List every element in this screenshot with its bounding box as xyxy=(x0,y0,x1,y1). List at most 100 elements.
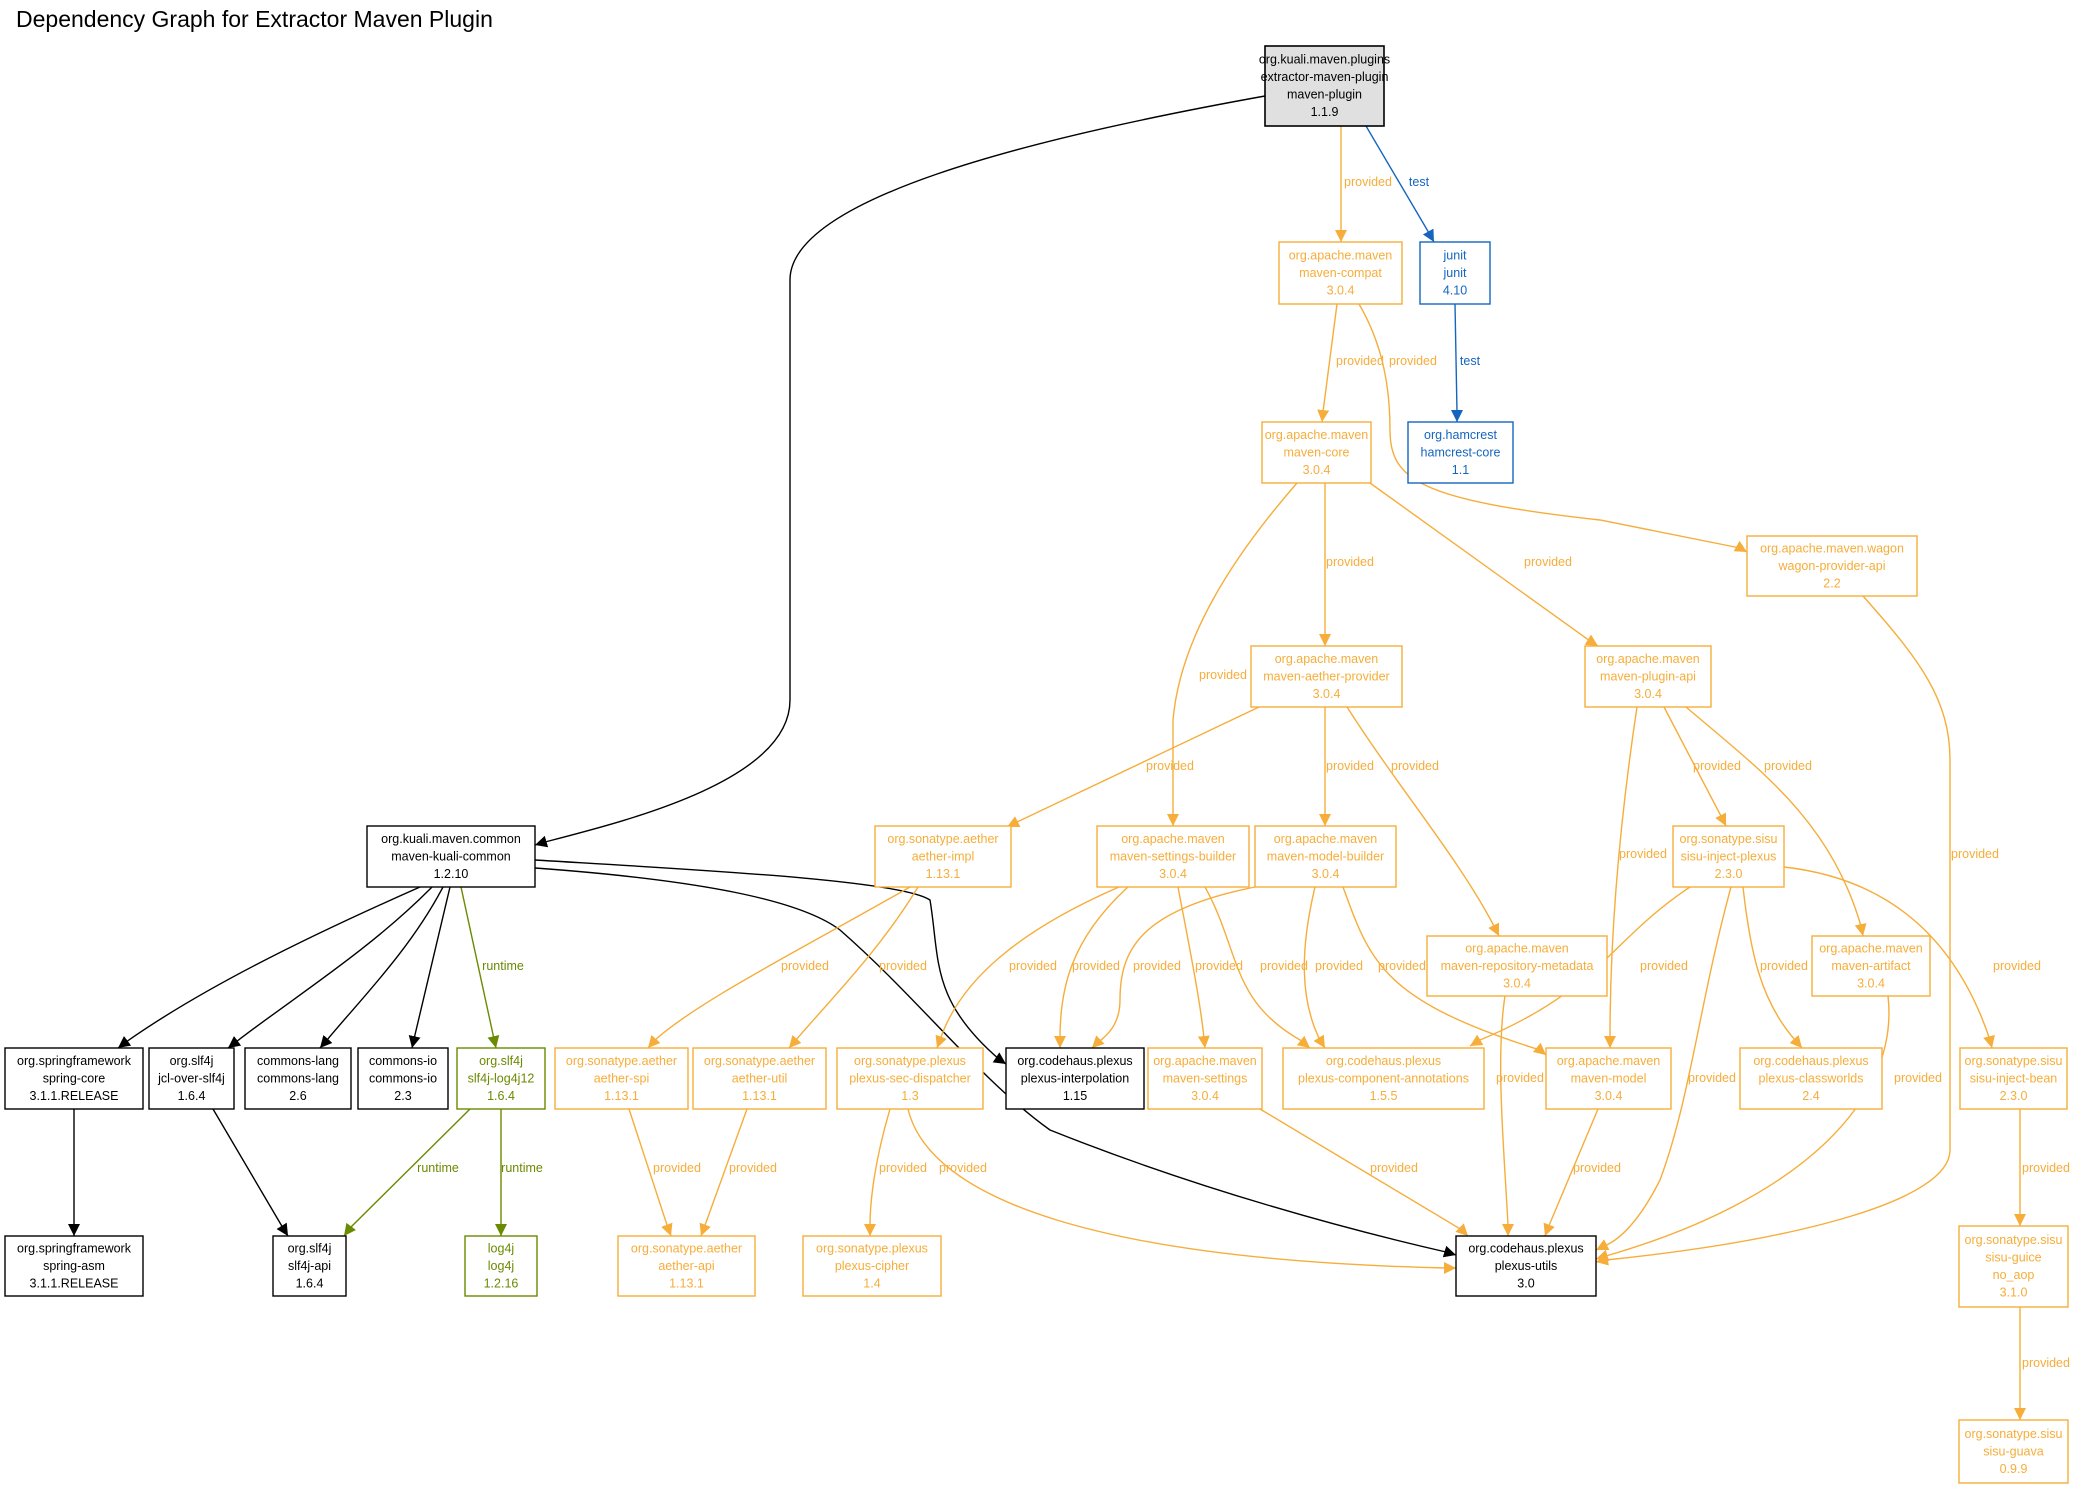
node-label-line: 1.13.1 xyxy=(669,1276,704,1290)
edge-label-provided: provided xyxy=(879,1161,927,1175)
node-label-line: org.slf4j xyxy=(170,1054,214,1068)
node-label-line: org.sonatype.plexus xyxy=(854,1054,966,1068)
node-label-line: 1.13.1 xyxy=(926,867,961,881)
node-label-line: org.sonatype.sisu xyxy=(1680,832,1778,846)
node-label-line: org.codehaus.plexus xyxy=(1753,1054,1868,1068)
node-label-line: 1.15 xyxy=(1063,1089,1087,1103)
edge-settings-builder-to-maven-settings xyxy=(1177,886,1210,1049)
node-label-line: 3.0.4 xyxy=(1503,976,1531,990)
node-label-line: no_aop xyxy=(1993,1268,2035,1282)
edge-aether-spi-to-aether-api xyxy=(628,1108,673,1237)
node-label-line: commons-io xyxy=(369,1054,437,1068)
node-label-line: maven-settings xyxy=(1163,1071,1248,1085)
edge-root-to-junit xyxy=(1365,125,1435,243)
edge-kuali-common-to-slf4j-log4j12 xyxy=(460,886,500,1049)
node-label-line: org.slf4j xyxy=(479,1054,523,1068)
node-label-line: 0.9.9 xyxy=(2000,1462,2028,1476)
edge-kuali-common-to-plexus-interpolation xyxy=(534,859,1007,1065)
edge-label-provided: provided xyxy=(1619,847,1667,861)
node-box xyxy=(874,825,1012,888)
node-label-line: spring-core xyxy=(43,1071,106,1085)
node-label-line: plexus-utils xyxy=(1495,1259,1558,1273)
edge-kuali-common-to-commons-lang xyxy=(319,886,444,1049)
edge-aether-util-to-aether-api xyxy=(699,1108,748,1237)
edge-label-provided: provided xyxy=(1326,759,1374,773)
edge-label-provided: provided xyxy=(1315,959,1363,973)
edge-kuali-common-to-commons-io xyxy=(408,886,451,1049)
node-box xyxy=(1282,1047,1485,1110)
edge-label-runtime: runtime xyxy=(482,959,524,973)
node-box xyxy=(357,1047,449,1110)
edge-sec-dispatcher-to-plexus-utils xyxy=(907,1108,1456,1274)
edge-maven-model-to-plexus-utils xyxy=(1543,1108,1599,1237)
node-wagon: org.apache.maven.wagonwagon-provider-api… xyxy=(1746,535,1918,597)
edge-label-provided: provided xyxy=(1389,354,1437,368)
node-box xyxy=(1250,645,1403,708)
node-label-line: org.slf4j xyxy=(288,1241,332,1255)
node-box xyxy=(1278,241,1403,305)
node-label-line: junit xyxy=(1443,248,1467,262)
node-box xyxy=(244,1047,352,1110)
node-spring-core: org.springframeworkspring-core3.1.1.RELE… xyxy=(4,1047,144,1110)
node-label-line: 3.1.0 xyxy=(2000,1286,2028,1300)
edge-sisu-inject-plexus-to-plexus-utils xyxy=(1595,886,1732,1251)
node-label-line: sisu-inject-bean xyxy=(1970,1071,2058,1085)
node-label-line: 3.0.4 xyxy=(1857,976,1885,990)
node-label-line: maven-plugin xyxy=(1287,88,1362,102)
node-label-line: 1.2.16 xyxy=(484,1276,519,1290)
page-title: Dependency Graph for Extractor Maven Plu… xyxy=(16,6,493,32)
node-label-line: maven-repository-metadata xyxy=(1441,959,1594,973)
edge-label-runtime: runtime xyxy=(501,1161,543,1175)
node-box xyxy=(1746,535,1918,597)
edge-maven-core-to-settings-builder xyxy=(1167,482,1298,826)
node-label-line: org.apache.maven xyxy=(1289,248,1393,262)
edge-sisu-inject-plexus-to-classworlds xyxy=(1742,886,1803,1049)
node-box xyxy=(456,1047,546,1110)
edge-label-provided: provided xyxy=(2022,1161,2070,1175)
node-label-line: org.apache.maven.wagon xyxy=(1760,541,1904,555)
node-box xyxy=(554,1047,689,1110)
node-label-line: spring-asm xyxy=(43,1259,105,1273)
node-label-line: 3.0.4 xyxy=(1313,687,1341,701)
edge-label-runtime: runtime xyxy=(417,1161,459,1175)
edge-label-provided: provided xyxy=(1072,959,1120,973)
edge-sisu-inject-plexus-to-sisu-inject-bean xyxy=(1783,866,1995,1049)
node-aether-provider: org.apache.mavenmaven-aether-provider3.0… xyxy=(1250,645,1403,708)
node-label-line: org.apache.maven xyxy=(1265,428,1369,442)
node-label-line: org.apache.maven xyxy=(1153,1054,1257,1068)
node-label-line: org.apache.maven xyxy=(1274,832,1378,846)
edge-label-provided: provided xyxy=(1693,759,1741,773)
edge-label-provided: provided xyxy=(1764,759,1812,773)
edge-kuali-common-to-jcl-over-slf4j xyxy=(227,886,433,1049)
node-box xyxy=(617,1235,756,1297)
edge-maven-settings-to-plexus-utils xyxy=(1259,1108,1469,1237)
edge-label-provided: provided xyxy=(781,959,829,973)
node-label-line: maven-kuali-common xyxy=(391,849,511,863)
node-label-line: org.sonatype.aether xyxy=(887,832,998,846)
edge-aether-provider-to-repo-metadata xyxy=(1346,706,1500,937)
edge-label-provided: provided xyxy=(1524,555,1572,569)
node-label-line: 3.0.4 xyxy=(1634,687,1662,701)
edge-jcl-over-slf4j-to-slf4j-api xyxy=(212,1108,289,1237)
edge-plugin-api-to-maven-artifact xyxy=(1685,706,1867,937)
node-label-line: 1.2.10 xyxy=(434,867,469,881)
node-label-line: org.apache.maven xyxy=(1465,941,1569,955)
nodes-layer: org.kuali.maven.pluginsextractor-maven-p… xyxy=(4,45,2069,1484)
edge-model-builder-to-maven-model xyxy=(1342,886,1547,1056)
node-component-annotations: org.codehaus.plexusplexus-component-anno… xyxy=(1282,1047,1485,1110)
node-label-line: commons-io xyxy=(369,1071,437,1085)
node-label-line: slf4j-log4j12 xyxy=(468,1071,535,1085)
edge-label-provided: provided xyxy=(1391,759,1439,773)
node-label-line: 3.0.4 xyxy=(1327,283,1355,297)
edge-kuali-common-to-spring-core xyxy=(117,886,421,1049)
node-box xyxy=(1147,1047,1263,1110)
node-label-line: aether-impl xyxy=(912,849,975,863)
